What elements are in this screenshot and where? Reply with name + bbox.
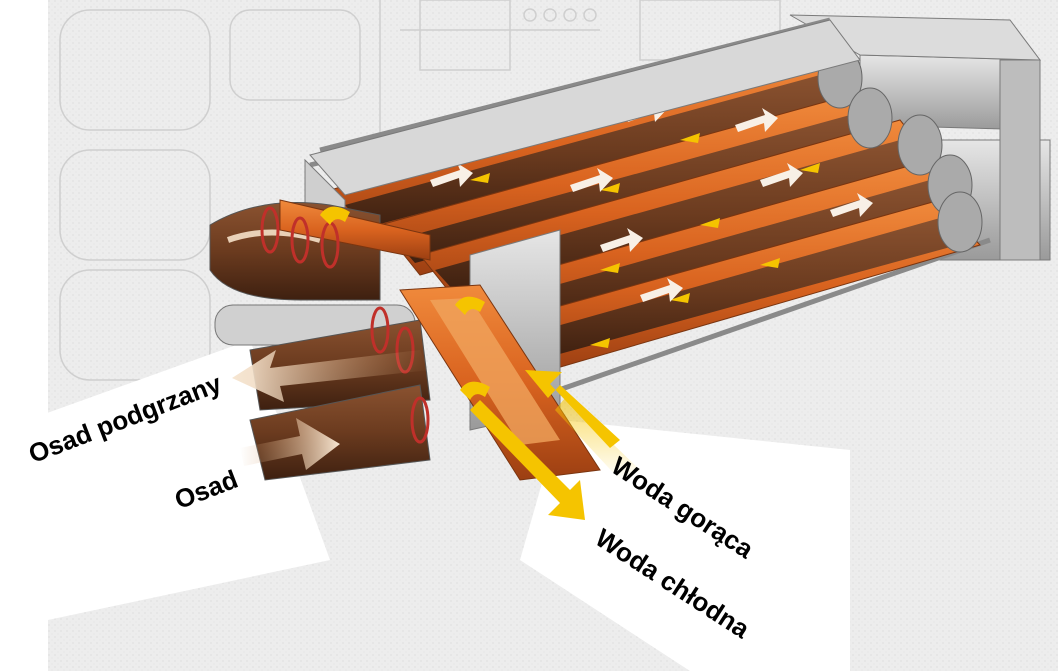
heat-exchanger-diagram: Osad podgrzany Osad Woda gorąca Woda chł…	[0, 0, 1058, 671]
heat-exchanger-illustration	[0, 0, 1058, 671]
